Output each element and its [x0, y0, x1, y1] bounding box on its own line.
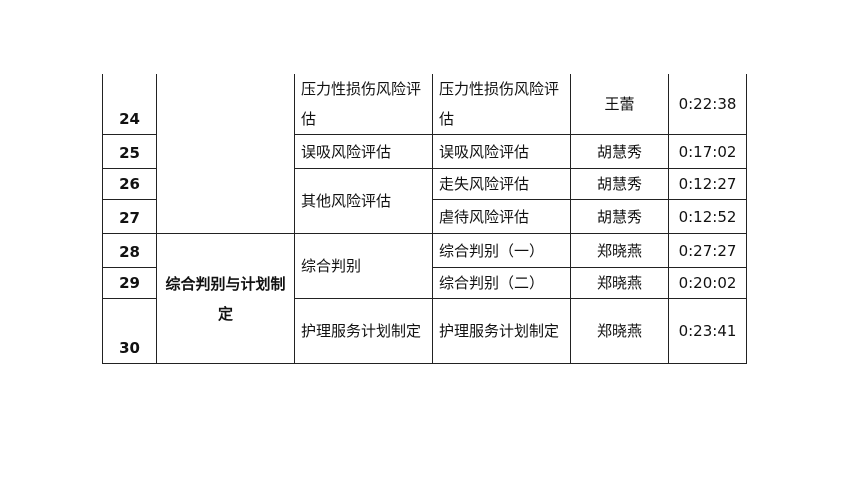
lesson-cell: 综合判别（一）	[432, 233, 571, 268]
duration-cell: 0:12:27	[668, 168, 747, 200]
teacher-cell: 胡慧秀	[570, 168, 669, 200]
lesson-cell: 误吸风险评估	[432, 134, 571, 169]
row-number: 24	[102, 74, 157, 135]
module-cell: 综合判别与计划制定	[156, 233, 295, 364]
teacher-cell: 王蕾	[570, 74, 669, 135]
table-row: 24 压力性损伤风险评估 压力性损伤风险评估 王蕾 0:22:38	[102, 74, 747, 234]
lesson-cell: 护理服务计划制定	[432, 298, 571, 364]
task-cell: 压力性损伤风险评估	[294, 74, 433, 135]
duration-cell: 0:20:02	[668, 267, 747, 299]
row-number: 27	[102, 199, 157, 234]
task-cell: 护理服务计划制定	[294, 298, 433, 364]
lesson-cell: 虐待风险评估	[432, 199, 571, 234]
duration-cell: 0:12:52	[668, 199, 747, 234]
lesson-cell: 综合判别（二）	[432, 267, 571, 299]
task-cell: 误吸风险评估	[294, 134, 433, 169]
duration-cell: 0:17:02	[668, 134, 747, 169]
row-number: 26	[102, 168, 157, 200]
table-row: 30 护理服务计划制定 护理服务计划制定 郑晓燕 0:23:41	[102, 298, 747, 364]
table-row: 25 误吸风险评估 误吸风险评估 胡慧秀 0:17:02	[102, 134, 747, 169]
task-cell: 综合判别	[294, 233, 433, 299]
table-row: 29 综合判别（二） 郑晓燕 0:20:02	[102, 267, 747, 299]
teacher-cell: 郑晓燕	[570, 267, 669, 299]
row-number: 30	[102, 298, 157, 364]
teacher-cell: 郑晓燕	[570, 298, 669, 364]
row-number: 29	[102, 267, 157, 299]
row-number: 28	[102, 233, 157, 268]
lesson-cell: 走失风险评估	[432, 168, 571, 200]
module-cell-empty	[156, 74, 295, 234]
table-row: 27 虐待风险评估 胡慧秀 0:12:52	[102, 199, 747, 234]
teacher-cell: 胡慧秀	[570, 134, 669, 169]
teacher-cell: 郑晓燕	[570, 233, 669, 268]
teacher-cell: 胡慧秀	[570, 199, 669, 234]
duration-cell: 0:27:27	[668, 233, 747, 268]
duration-cell: 0:23:41	[668, 298, 747, 364]
course-table: 24 压力性损伤风险评估 压力性损伤风险评估 王蕾 0:22:38 25 误吸风…	[102, 74, 747, 364]
task-cell: 其他风险评估	[294, 168, 433, 234]
duration-cell: 0:22:38	[668, 74, 747, 135]
row-number: 25	[102, 134, 157, 169]
lesson-cell: 压力性损伤风险评估	[432, 74, 571, 135]
table-row: 28 综合判别与计划制定 综合判别 综合判别（一） 郑晓燕 0:27:27	[102, 233, 747, 364]
table-row: 26 其他风险评估 走失风险评估 胡慧秀 0:12:27	[102, 168, 747, 234]
